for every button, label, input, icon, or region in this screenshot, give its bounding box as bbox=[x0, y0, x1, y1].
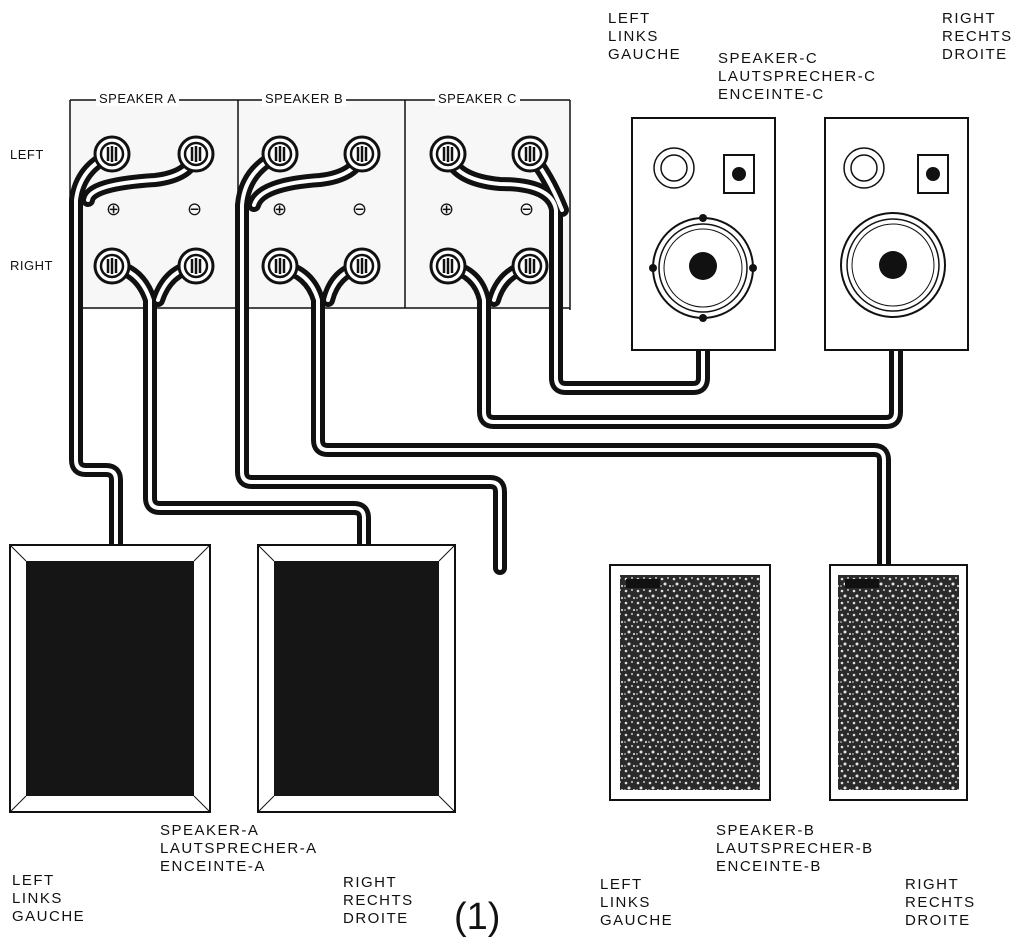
speaker-a-header: SPEAKER A bbox=[96, 91, 180, 106]
speaker-c-name-label: SPEAKER-C LAUTSPRECHER-C ENCEINTE-C bbox=[718, 50, 877, 103]
speaker-c-left-cabinet bbox=[631, 117, 776, 351]
figure-number: (1) bbox=[454, 896, 501, 938]
right-channel-label: RIGHT bbox=[10, 258, 53, 273]
speaker-b-name-label: SPEAKER-B LAUTSPRECHER-B ENCEINTE-B bbox=[716, 822, 874, 875]
speaker-a-name-label: SPEAKER-A LAUTSPRECHER-A ENCEINTE-A bbox=[160, 822, 318, 875]
plus-symbol-b: ⊕ bbox=[272, 199, 288, 219]
speaker-a-right-cabinet bbox=[257, 544, 456, 813]
speaker-a-right-label: RIGHT RECHTS DROITE bbox=[343, 874, 414, 927]
speaker-b-right-cabinet bbox=[829, 564, 968, 801]
speaker-b-right-label: RIGHT RECHTS DROITE bbox=[905, 876, 976, 929]
minus-symbol-b: ⊖ bbox=[352, 199, 368, 219]
speaker-c-header: SPEAKER C bbox=[435, 91, 520, 106]
terminal-panel bbox=[69, 99, 571, 310]
speaker-c-left-label: LEFT LINKS GAUCHE bbox=[608, 10, 682, 63]
speaker-c-right-cabinet bbox=[824, 117, 969, 351]
speaker-a-left-cabinet bbox=[9, 544, 211, 813]
plus-symbol-a: ⊕ bbox=[106, 199, 122, 219]
speaker-cables bbox=[69, 147, 903, 575]
speaker-b-header: SPEAKER B bbox=[262, 91, 347, 106]
minus-symbol-a: ⊖ bbox=[187, 199, 203, 219]
speaker-b-left-cabinet bbox=[609, 564, 771, 801]
speaker-a-left-label: LEFT LINKS GAUCHE bbox=[12, 872, 86, 925]
minus-symbol-c: ⊖ bbox=[519, 199, 535, 219]
speaker-b-left-label: LEFT LINKS GAUCHE bbox=[600, 876, 674, 929]
speaker-c-right-label: RIGHT RECHTS DROITE bbox=[942, 10, 1013, 63]
plus-symbol-c: ⊕ bbox=[439, 199, 455, 219]
left-channel-label: LEFT bbox=[10, 147, 44, 162]
